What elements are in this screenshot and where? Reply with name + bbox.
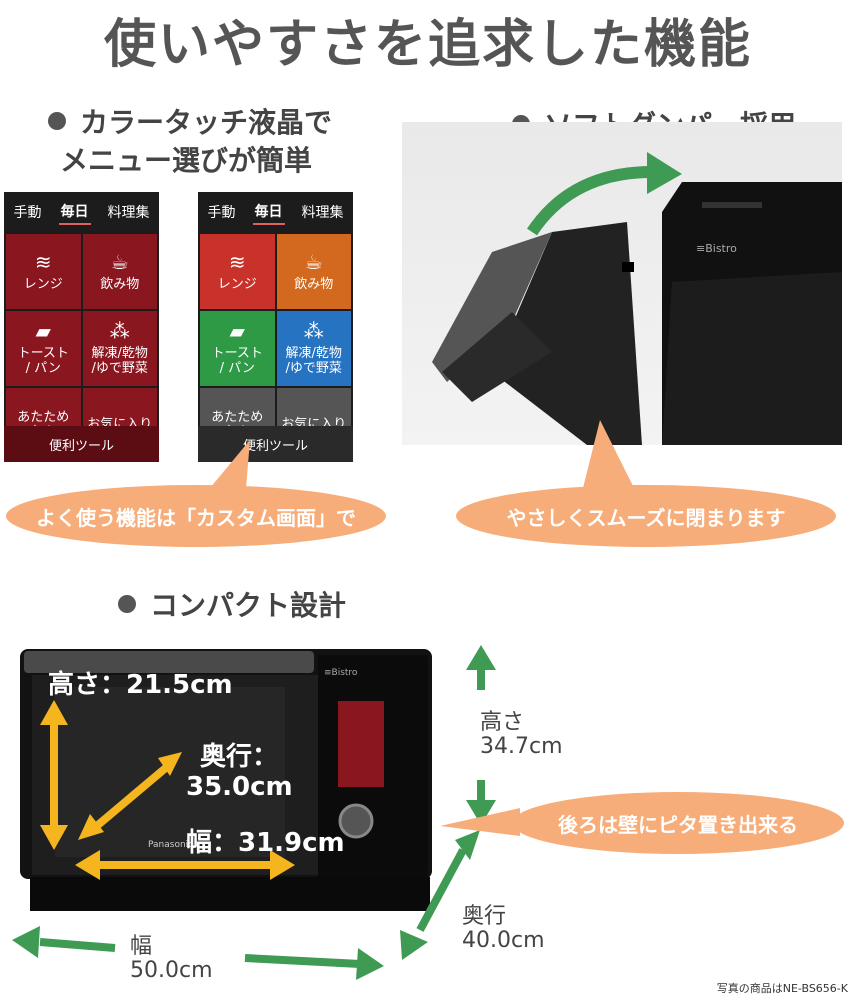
tab-recipes[interactable]: 料理集 <box>107 205 150 221</box>
feature-compact-label: コンパクト設計 <box>150 589 347 622</box>
tile-thaw[interactable]: ⁂解凍/乾物 /ゆで野菜 <box>276 311 351 386</box>
touch-panel-custom: 手動 毎日 料理集 ≋レンジ ☕飲み物 ▰トースト / パン ⁂解凍/乾物 /ゆ… <box>198 192 353 462</box>
bread-icon: ▰ <box>229 319 245 344</box>
inner-depth-label: 奥行： <box>200 742 279 772</box>
range-icon: ≋ <box>228 249 246 274</box>
panel-footer[interactable]: 便利ツール <box>198 426 353 462</box>
feature-touch-line1: カラータッチ液晶で <box>80 106 333 139</box>
tab-recipes[interactable]: 料理集 <box>301 205 344 221</box>
tab-daily[interactable]: 毎日 <box>58 199 91 225</box>
outer-width-label: 幅 <box>130 934 153 959</box>
tile-range[interactable]: ≋レンジ <box>200 234 275 309</box>
microwave-logo: ≡Bistro <box>324 668 358 678</box>
tile-drink[interactable]: ☕飲み物 <box>82 234 157 309</box>
bubble-tail <box>580 420 640 500</box>
feature-touch-heading: カラータッチ液晶で メニュー選びが簡単 <box>48 104 332 180</box>
cup-icon: ☕ <box>304 249 323 274</box>
touch-panel-standard: 手動 毎日 料理集 ≋レンジ ☕飲み物 ▰トースト / パン ⁂解凍/乾物 /ゆ… <box>4 192 159 462</box>
inner-dimension-arrows <box>40 700 295 880</box>
panel-footer[interactable]: 便利ツール <box>4 426 159 462</box>
tile-range[interactable]: ≋レンジ <box>6 234 81 309</box>
panel-tabs: 手動 毎日 料理集 <box>198 192 353 232</box>
thaw-icon: ⁂ <box>109 319 130 344</box>
tile-drink[interactable]: ☕飲み物 <box>276 234 351 309</box>
bread-icon: ▰ <box>35 319 51 344</box>
open-arrow-icon <box>527 166 653 236</box>
page-title: 使いやすさを追求した機能 <box>103 15 752 75</box>
oven-brand-mark: ≡Bistro <box>696 242 737 255</box>
outer-depth-value: 40.0cm <box>462 928 545 953</box>
tile-toast[interactable]: ▰トースト / パン <box>200 311 275 386</box>
outer-height-value: 34.7cm <box>480 734 563 759</box>
inner-height-label: 高さ：21.5cm <box>48 670 233 700</box>
door-illustration: ≡Bistro <box>432 152 842 445</box>
range-icon: ≋ <box>34 249 52 274</box>
outer-dimension-arrows <box>12 645 496 980</box>
tab-daily[interactable]: 毎日 <box>252 199 285 225</box>
tab-manual[interactable]: 手動 <box>13 205 42 221</box>
outer-width-value: 50.0cm <box>130 958 213 983</box>
microwave-maker: Panasonic <box>148 840 193 850</box>
bullet-icon <box>118 595 136 613</box>
feature-compact-heading: コンパクト設計 <box>118 584 346 624</box>
inner-width-label: 幅：31.9cm <box>186 828 345 858</box>
panel-tabs: 手動 毎日 料理集 <box>4 192 159 232</box>
bubble-tail <box>200 440 250 500</box>
tile-toast[interactable]: ▰トースト / パン <box>6 311 81 386</box>
door-photo: ≡Bistro <box>402 122 842 445</box>
bubble-tail <box>440 808 520 836</box>
bullet-icon <box>48 112 66 130</box>
inner-depth-value: 35.0cm <box>186 772 293 802</box>
tile-thaw[interactable]: ⁂解凍/乾物 /ゆで野菜 <box>82 311 157 386</box>
bubble-custom-screen: よく使う機能は「カスタム画面」で <box>6 485 386 547</box>
cup-icon: ☕ <box>110 249 129 274</box>
bubble-smooth-close: やさしくスムーズに閉まります <box>456 485 836 547</box>
outer-height-label: 高さ <box>480 710 525 735</box>
tab-manual[interactable]: 手動 <box>207 205 236 221</box>
product-caption: 写真の商品はNE-BS656-K <box>716 982 848 995</box>
thaw-icon: ⁂ <box>303 319 324 344</box>
feature-touch-line2: メニュー選びが簡単 <box>60 144 313 177</box>
bubble-wall-placement: 後ろは壁にピタ置き出来る <box>512 792 844 854</box>
outer-depth-label: 奥行 <box>462 904 507 929</box>
